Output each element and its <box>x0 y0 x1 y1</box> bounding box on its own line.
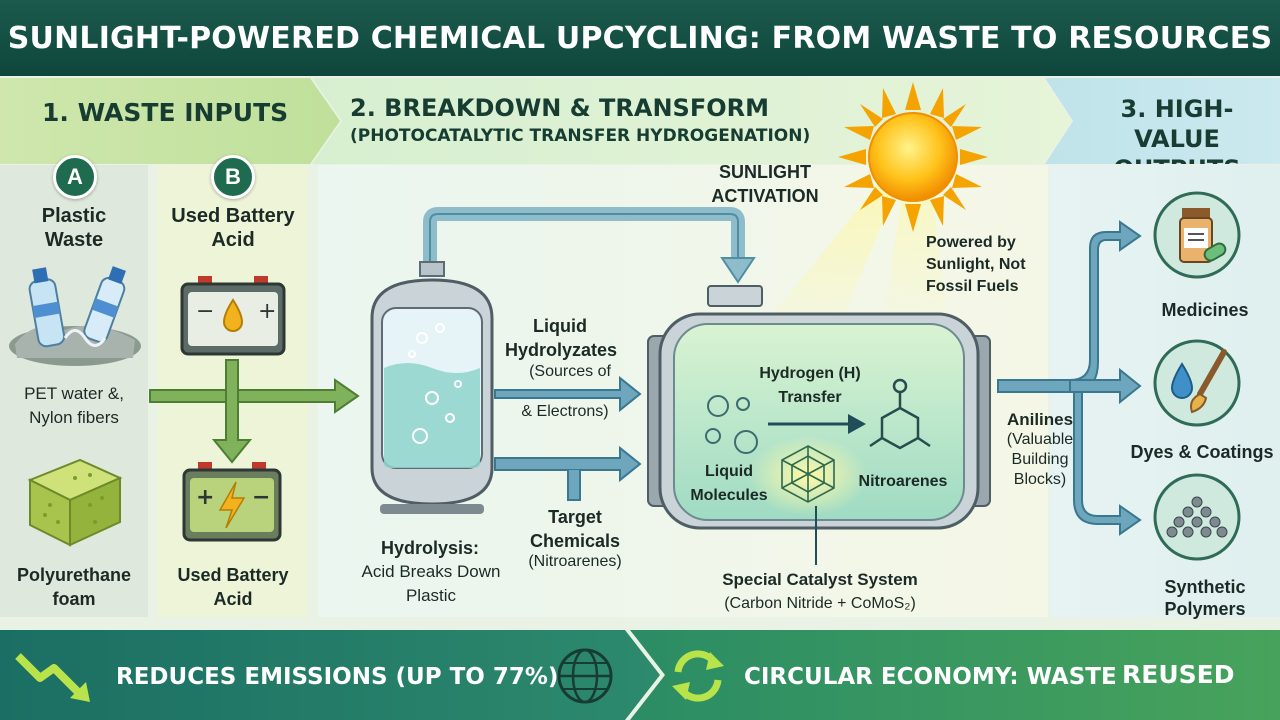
svg-text:−: − <box>196 299 214 324</box>
footer-reused-text: REUSED <box>1122 660 1235 689</box>
globe-icon <box>557 648 613 704</box>
liquid-molecules-label: Liquid Molecules <box>690 463 768 504</box>
footer-emissions-text: REDUCES EMISSIONS (UP TO 77%) <box>116 664 559 690</box>
section-title-breakdown: 2. BREAKDOWN & TRANSFORM <box>350 94 769 122</box>
target-chemicals-title: Target Chemicals <box>529 507 621 551</box>
photocatalytic-reactor <box>647 285 991 565</box>
medicine-bottle-icon <box>1153 191 1241 279</box>
battery-drop-icon: − + <box>180 276 286 356</box>
hydrolysis-vessel <box>370 261 494 514</box>
section-title-inputs: 1. WASTE INPUTS <box>42 98 289 127</box>
badge-b: B <box>211 155 255 199</box>
powered-by-sunlight-label: Powered by Sunlight, Not Fossil Fuels <box>926 234 1026 295</box>
hydrolyzates-title: Liquid Hydrolyzates <box>505 316 618 360</box>
output-polymers-label: Synthetic Polymers <box>1164 577 1246 619</box>
catalyst-sub: (Carbon Nitride + CoMoS₂) <box>724 595 916 612</box>
anilines-title: Anilines <box>1006 410 1074 429</box>
anilines-sub: (Valuable Building Blocks) <box>1006 431 1074 488</box>
footer: REDUCES EMISSIONS (UP TO 77%) CIRCULAR E… <box>0 630 1280 720</box>
hydrolyzates-sub1: (Sources of <box>529 363 611 380</box>
output-dyes-label: Dyes & Coatings <box>1130 442 1274 462</box>
svg-text:−: − <box>252 485 270 510</box>
plastic-waste-title: Plastic Waste <box>41 205 107 251</box>
page-title: SUNLIGHT-POWERED CHEMICAL UPCYCLING: FRO… <box>0 0 1280 76</box>
recycle-arrows-icon <box>672 650 724 702</box>
section-title-outputs: 3. HIGH-VALUE OUTPUTS <box>1114 95 1241 164</box>
hydrolysis-sub: Acid Breaks Down Plastic <box>361 562 501 605</box>
plastic-bottles-icon <box>9 266 141 366</box>
hydrogen-transfer-label: Hydrogen (H) Transfer <box>759 365 861 406</box>
trend-down-icon <box>15 653 90 702</box>
target-chemicals-sub: (Nitroarenes) <box>528 553 622 570</box>
section-subtitle-breakdown: (PHOTOCATALYTIC TRANSFER HYDROGENATION) <box>350 126 811 146</box>
paint-brush-icon <box>1153 339 1241 427</box>
footer-left-band <box>0 630 660 720</box>
foam-cube-icon <box>27 458 123 547</box>
battery-acid-second-label: Used Battery Acid <box>177 565 289 609</box>
section-outputs: 3. HIGH-VALUE OUTPUTS <box>1045 78 1280 164</box>
svg-text:+: + <box>258 299 276 324</box>
battery-bolt-icon: + − <box>182 462 282 542</box>
output-medicines-label: Medicines <box>1161 300 1249 320</box>
hydrolysis-title: Hydrolysis: <box>380 538 480 558</box>
battery-acid-title: Used Battery Acid <box>171 205 295 251</box>
plastic-waste-caption: PET water &, Nylon fibers <box>24 384 124 427</box>
section-waste-inputs: 1. WASTE INPUTS <box>0 78 340 164</box>
svg-text:+: + <box>196 485 214 510</box>
nitroarenes-label: Nitroarenes <box>858 473 948 490</box>
badge-a: A <box>53 155 97 199</box>
footer-right-band <box>630 630 1280 720</box>
footer-circular-text: CIRCULAR ECONOMY: WASTE <box>744 664 1117 690</box>
sun-icon <box>838 82 988 232</box>
catalyst-title: Special Catalyst System <box>722 570 918 589</box>
hydrolyzates-sub2: & Electrons) <box>521 403 609 420</box>
polymer-beads-icon <box>1153 473 1241 561</box>
polyurethane-foam-label: Polyurethane foam <box>16 565 132 609</box>
sunlight-activation-label: SUNLIGHT ACTIVATION <box>711 162 819 206</box>
